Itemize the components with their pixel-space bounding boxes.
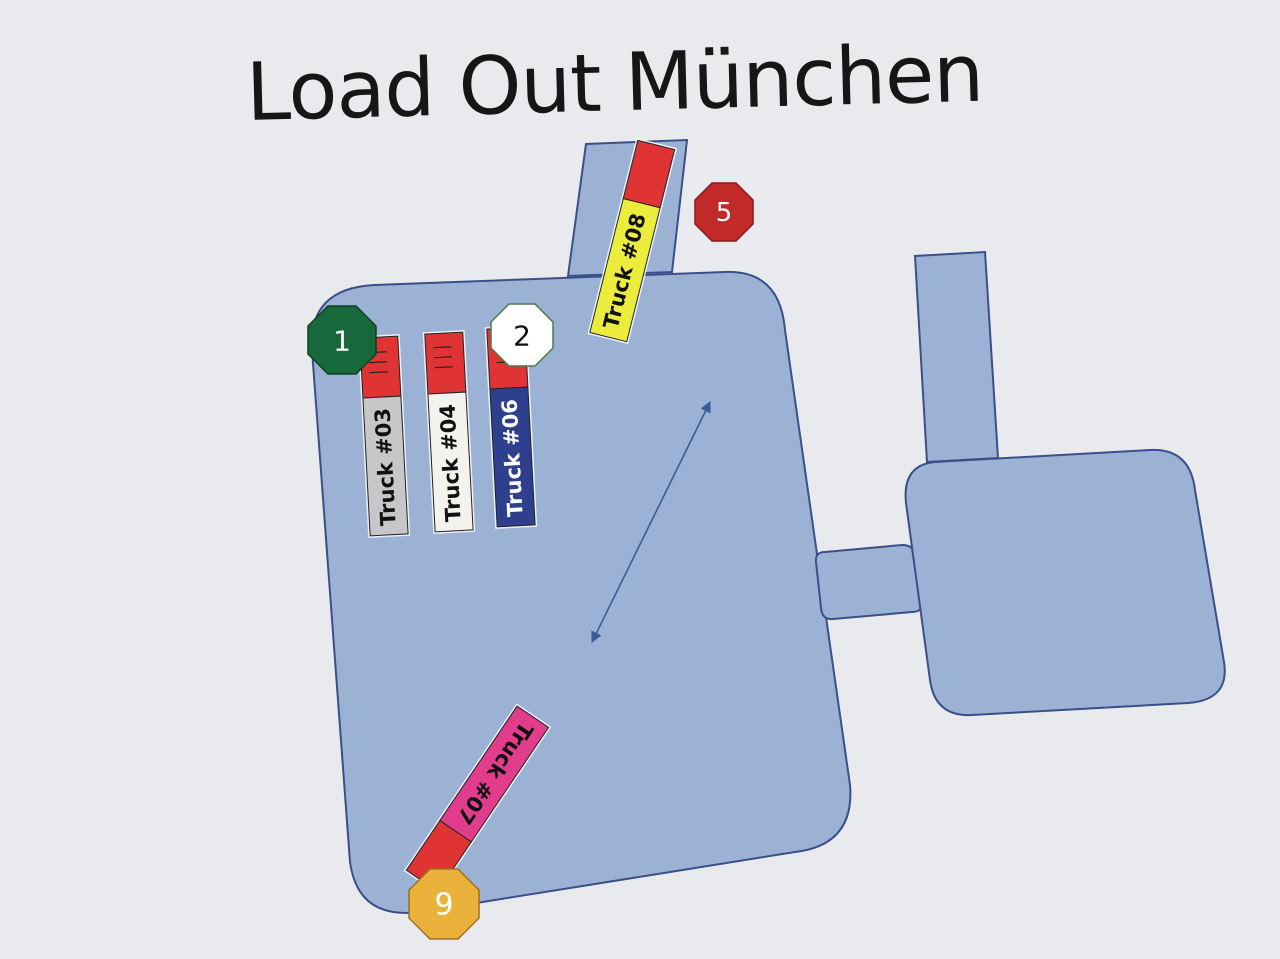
truck-body bbox=[439, 705, 550, 843]
marker-octagon bbox=[490, 303, 554, 367]
marker-1: 1 bbox=[307, 305, 377, 375]
truck-cab bbox=[424, 331, 467, 395]
marker-5: 5 bbox=[694, 182, 754, 242]
connector-lane bbox=[814, 543, 924, 621]
double-arrow bbox=[591, 400, 711, 644]
right-vertical-lane bbox=[913, 250, 1000, 464]
annex-area bbox=[904, 448, 1226, 717]
truck-04: Truck #04 bbox=[422, 330, 476, 534]
truck-body bbox=[589, 197, 661, 343]
marker-2: 2 bbox=[490, 303, 554, 367]
truck-body bbox=[427, 391, 474, 533]
marker-label: 9 bbox=[434, 888, 453, 923]
marker-octagon bbox=[307, 305, 377, 375]
marker-label: 5 bbox=[716, 198, 733, 228]
marker-octagon bbox=[408, 868, 480, 940]
truck-body bbox=[489, 386, 536, 528]
marker-octagon bbox=[694, 182, 754, 242]
marker-label: 2 bbox=[513, 320, 531, 353]
marker-9: 9 bbox=[408, 868, 480, 940]
marker-label: 1 bbox=[333, 325, 351, 358]
truck-body bbox=[362, 395, 409, 537]
